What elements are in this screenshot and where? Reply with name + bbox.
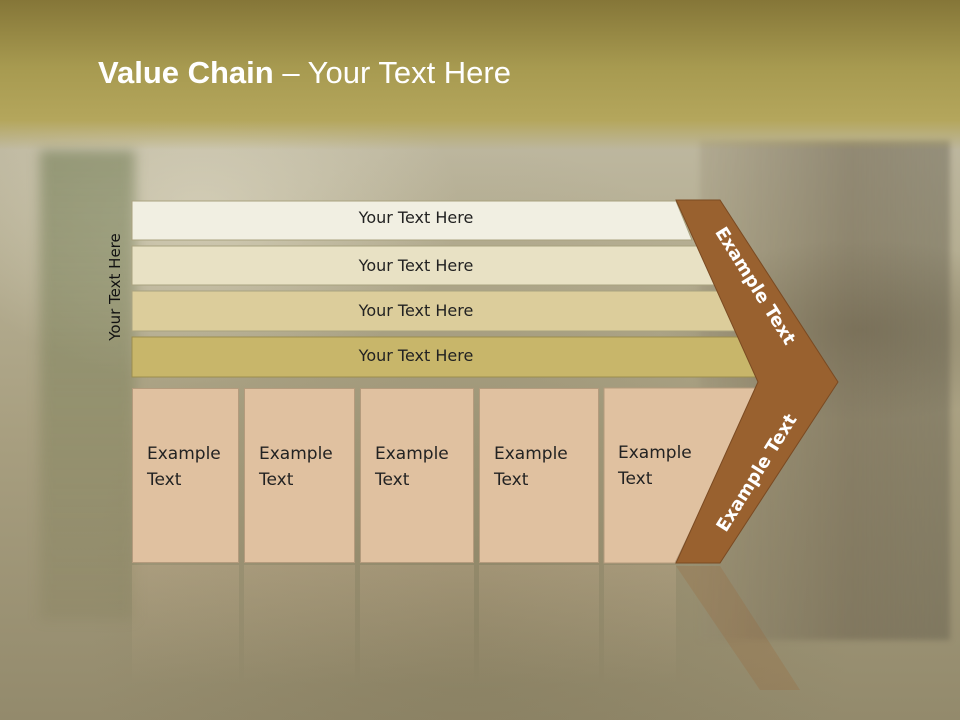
chevron-shape xyxy=(675,199,839,564)
box-1: Example Text xyxy=(132,388,239,563)
chevron-reflection xyxy=(676,566,800,690)
title-bold: Value Chain xyxy=(98,55,274,90)
band-2-label: Your Text Here xyxy=(358,256,474,275)
box-1-line1: Example xyxy=(147,444,221,464)
band-3-label: Your Text Here xyxy=(358,301,474,320)
title-bar xyxy=(0,0,960,150)
box-2-reflection xyxy=(244,565,355,685)
box-4-line2: Text xyxy=(494,470,529,490)
box-5-line1: Example xyxy=(618,443,692,463)
box-4-reflection xyxy=(479,565,599,685)
box-3: Example Text xyxy=(360,388,474,563)
band-4-label: Your Text Here xyxy=(358,346,474,365)
box-2-line2: Text xyxy=(259,470,294,490)
box-3-line2: Text xyxy=(375,470,410,490)
box-5-shape xyxy=(603,387,761,564)
slide-title: Value Chain – Your Text Here xyxy=(98,55,511,91)
band-1-label: Your Text Here xyxy=(358,208,474,227)
box-5-reflection xyxy=(604,565,676,685)
box-5-line2: Text xyxy=(618,469,653,489)
box-1-line2: Text xyxy=(147,470,182,490)
box-2: Example Text xyxy=(244,388,355,563)
box-4: Example Text xyxy=(479,388,599,563)
box-3-line1: Example xyxy=(375,444,449,464)
box-2-line1: Example xyxy=(259,444,333,464)
box-3-reflection xyxy=(360,565,474,685)
title-rest: – Your Text Here xyxy=(273,55,511,90)
background-vines xyxy=(40,150,135,620)
box-1-reflection xyxy=(132,565,239,685)
band-1-shape xyxy=(131,200,693,241)
box-5: Example Text xyxy=(604,388,692,563)
box-4-line1: Example xyxy=(494,444,568,464)
side-label: Your Text Here xyxy=(106,233,124,341)
